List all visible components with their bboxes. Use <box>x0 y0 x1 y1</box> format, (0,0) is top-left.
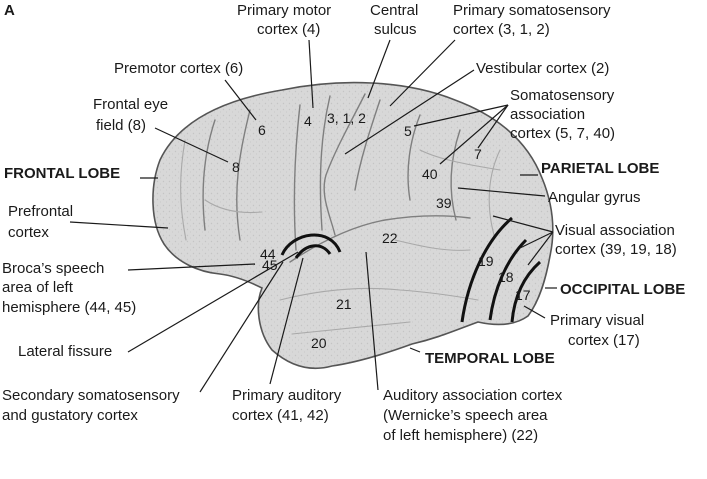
area-17: 17 <box>515 287 531 303</box>
label-primary-motor: Primary motor cortex (4) <box>237 2 335 38</box>
area-4: 4 <box>304 113 312 129</box>
area-39: 39 <box>436 195 452 211</box>
area-21: 21 <box>336 296 352 312</box>
label-primary-visual: Primary visual cortex (17) <box>550 312 648 349</box>
panel-letter: A <box>4 2 15 19</box>
area-22: 22 <box>382 230 398 246</box>
label-primary-auditory: Primary auditory cortex (41, 42) <box>232 387 345 424</box>
label-auditory-association: Auditory association cortex (Wernicke’s … <box>383 387 566 444</box>
area-20: 20 <box>311 335 327 351</box>
boundary-arcs <box>280 216 541 323</box>
label-premotor: Premotor cortex (6) <box>114 60 243 77</box>
frontal-lobe-label: FRONTAL LOBE <box>4 165 120 182</box>
label-secondary-somatosensory: Secondary somatosensory and gustatory co… <box>2 387 184 424</box>
area-6: 6 <box>258 122 266 138</box>
label-angular-gyrus: Angular gyrus <box>548 189 641 206</box>
area-8: 8 <box>232 159 240 175</box>
area-3-1-2: 3, 1, 2 <box>327 110 366 126</box>
area-7: 7 <box>474 146 482 162</box>
label-lateral-fissure: Lateral fissure <box>18 343 112 360</box>
brain-outline <box>152 81 554 370</box>
leader-lines <box>69 39 557 393</box>
label-visual-association: Visual association cortex (39, 19, 18) <box>555 222 679 258</box>
label-vestibular: Vestibular cortex (2) <box>476 60 609 77</box>
label-somatosensory-association: Somatosensory association cortex (5, 7, … <box>510 87 618 142</box>
area-44: 44 <box>260 246 276 262</box>
label-broca: Broca’s speech area of left hemisphere (… <box>2 260 136 316</box>
area-18: 18 <box>498 269 514 285</box>
area-45: 45 <box>262 257 278 273</box>
label-primary-somatosensory: Primary somatosensory cortex (3, 1, 2) <box>453 2 615 38</box>
area-19: 19 <box>478 253 494 269</box>
occipital-lobe-label: OCCIPITAL LOBE <box>560 281 685 298</box>
label-prefrontal: Prefrontal cortex <box>8 203 77 241</box>
area-40: 40 <box>422 166 438 182</box>
parietal-lobe-label: PARIETAL LOBE <box>541 160 659 177</box>
label-frontal-eye-field: Frontal eye field (8) <box>93 96 172 134</box>
area-5: 5 <box>404 123 412 139</box>
label-central-sulcus: Central sulcus <box>370 2 423 38</box>
temporal-lobe-label: TEMPORAL LOBE <box>425 350 555 367</box>
